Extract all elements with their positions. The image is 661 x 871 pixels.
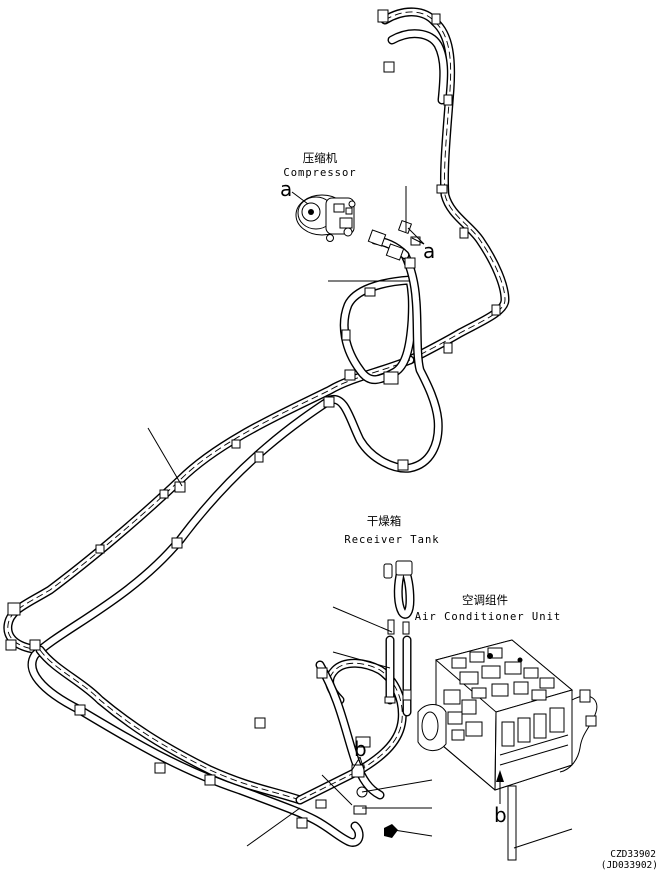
clamp (344, 369, 356, 381)
drawing-number-alt: (JD033902) (601, 860, 658, 871)
clamp (254, 451, 264, 463)
receiver-tank-label-en: Receiver Tank (344, 534, 439, 546)
clamp (383, 371, 399, 385)
clamp (491, 304, 501, 316)
clamp (377, 9, 389, 23)
clamp (204, 774, 216, 786)
hose-upper-right (380, 7, 510, 365)
clamp (154, 762, 166, 774)
compressor (295, 194, 356, 242)
clamp (351, 764, 365, 778)
clamp (364, 287, 376, 297)
clamp (316, 667, 328, 679)
drain-pipe (507, 785, 517, 861)
hose-compressor-loop (325, 235, 443, 473)
clamp (431, 13, 441, 25)
marker-a-compressor: a (280, 177, 292, 201)
clamp (171, 537, 183, 549)
clamp (296, 817, 308, 829)
clamp (459, 227, 469, 239)
clamp (7, 602, 21, 616)
clamp (383, 61, 395, 73)
clamp (95, 544, 105, 554)
clamp (323, 396, 335, 408)
clamp (231, 439, 241, 449)
clamp (159, 489, 169, 499)
hose-clamps (5, 9, 501, 829)
hose-long-upper (3, 355, 415, 655)
hose-receiver-loop (295, 658, 407, 805)
ac-unit-label-cn: 空调组件 (462, 593, 508, 607)
clamp (29, 639, 41, 651)
marker-b-clamp: b (354, 737, 367, 761)
hardware-parts (315, 786, 398, 838)
ac-unit-label-en: Air Conditioner Unit (415, 611, 561, 623)
clamp (397, 459, 409, 471)
clamp (341, 329, 351, 341)
compressor-label-en: Compressor (283, 167, 356, 179)
marker-b-drain: b (494, 803, 507, 827)
ac-harness (559, 695, 598, 773)
clamp (355, 736, 371, 748)
marker-a-fitting: a (423, 239, 435, 263)
air-conditioner-unit (417, 639, 598, 861)
ac-unit-front-detail (499, 707, 569, 766)
drawing-number: CZD33902 (610, 849, 656, 860)
receiver-tank-label-cn: 干燥箱 (367, 514, 402, 528)
leader-lines (147, 186, 573, 849)
clamp (402, 689, 412, 701)
compressor-label-cn: 压缩机 (303, 151, 338, 165)
clamp (443, 342, 453, 354)
receiver-tank (383, 560, 413, 704)
clamp (5, 639, 17, 651)
clamp (254, 717, 266, 729)
clamp (443, 94, 453, 106)
ac-unit-top-detail (451, 647, 555, 701)
compressor-fittings (367, 219, 421, 269)
ac-unit-left-detail (443, 689, 483, 741)
clamp (436, 184, 448, 194)
clamp (74, 704, 86, 716)
